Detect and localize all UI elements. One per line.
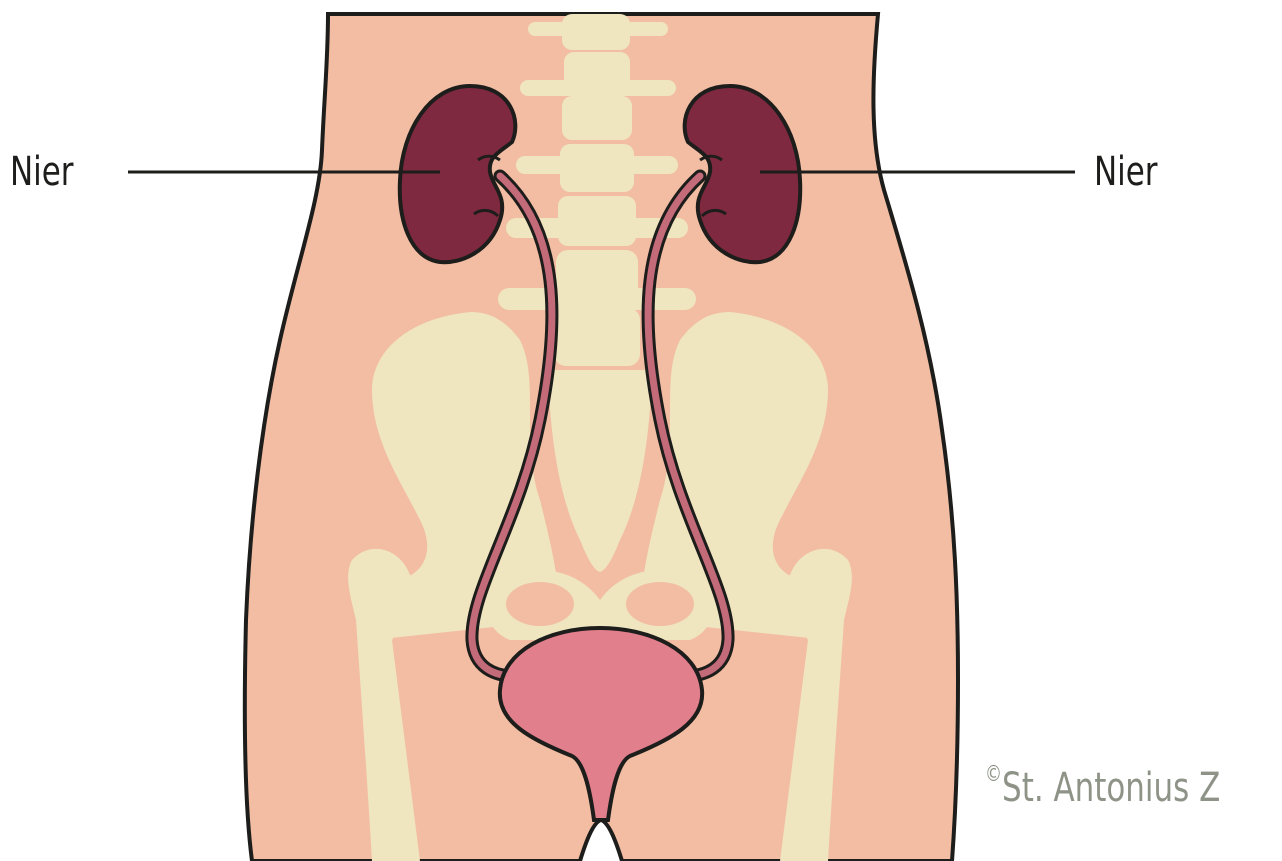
copyright-text: St. Antonius Z xyxy=(1002,765,1220,811)
vertebra xyxy=(554,308,640,366)
vertebra xyxy=(562,96,632,140)
copyright-notice: ©St. Antonius Z xyxy=(985,764,1220,808)
right-kidney-label: Nier xyxy=(1094,152,1158,192)
copyright-symbol: © xyxy=(985,762,1002,787)
left-kidney-label: Nier xyxy=(10,152,74,192)
